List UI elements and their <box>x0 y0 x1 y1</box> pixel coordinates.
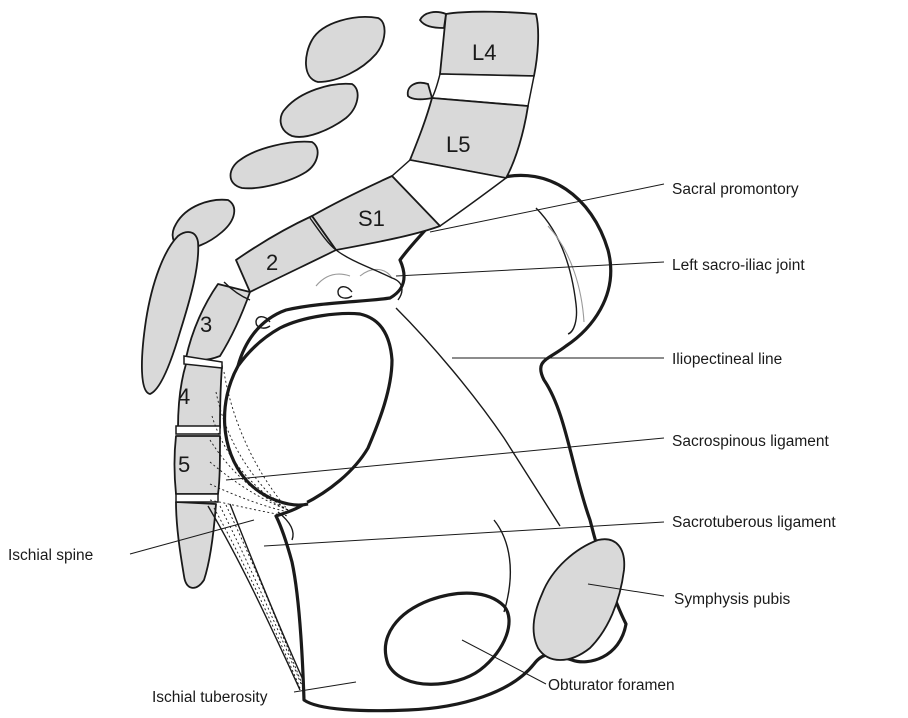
label-sacrotuberous-ligament: Sacrotuberous ligament <box>672 514 836 531</box>
label-ischial-tuberosity: Ischial tuberosity <box>152 689 268 706</box>
label-s1: S1 <box>358 206 385 231</box>
l4-pedicle <box>420 12 446 28</box>
label-sacral-2: 2 <box>266 250 278 275</box>
l5-pedicle <box>408 83 432 100</box>
greater-sciatic-notch <box>225 366 308 505</box>
coccyx <box>176 502 216 588</box>
sacroiliac-shading-1 <box>316 274 350 286</box>
label-sacrospinous-ligament: Sacrospinous ligament <box>672 433 830 450</box>
coccyx-disc-2 <box>176 426 220 434</box>
spinous-process-l4 <box>306 17 385 82</box>
label-sacral-5: 5 <box>178 452 190 477</box>
label-ischial-spine: Ischial spine <box>8 547 93 564</box>
label-left-sacroiliac-joint: Left sacro-iliac joint <box>672 257 805 274</box>
label-symphysis-pubis: Symphysis pubis <box>674 591 791 608</box>
label-sacral-promontory: Sacral promontory <box>672 181 799 198</box>
label-iliopectineal-line: Iliopectineal line <box>672 351 782 368</box>
label-sacral-4: 4 <box>178 384 190 409</box>
label-l4: L4 <box>472 40 496 65</box>
label-sacral-3: 3 <box>200 312 212 337</box>
sacral-foramen-1 <box>338 287 352 298</box>
label-obturator-foramen: Obturator foramen <box>548 677 675 694</box>
spinous-process-l5 <box>281 84 358 137</box>
label-l5: L5 <box>446 132 470 157</box>
spinous-process-s1 <box>231 142 318 189</box>
